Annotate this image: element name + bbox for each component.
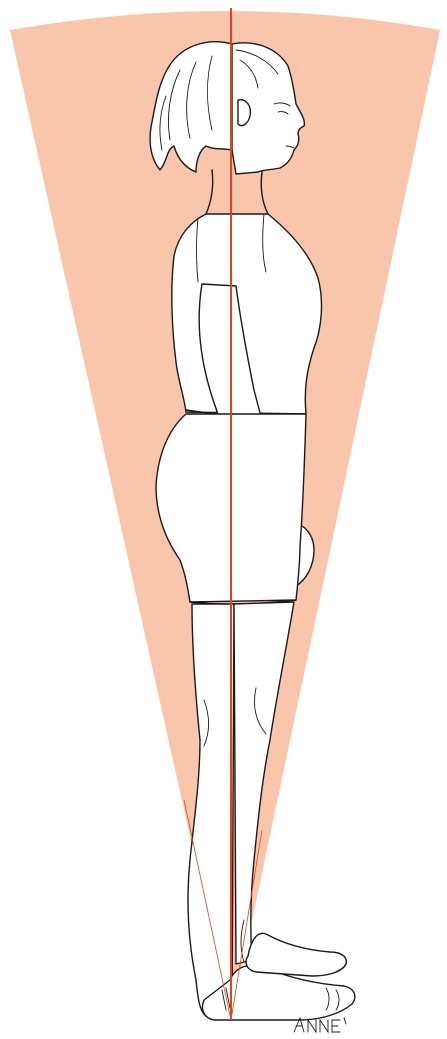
foot-front: [246, 933, 346, 976]
leg-back: [188, 604, 234, 1016]
